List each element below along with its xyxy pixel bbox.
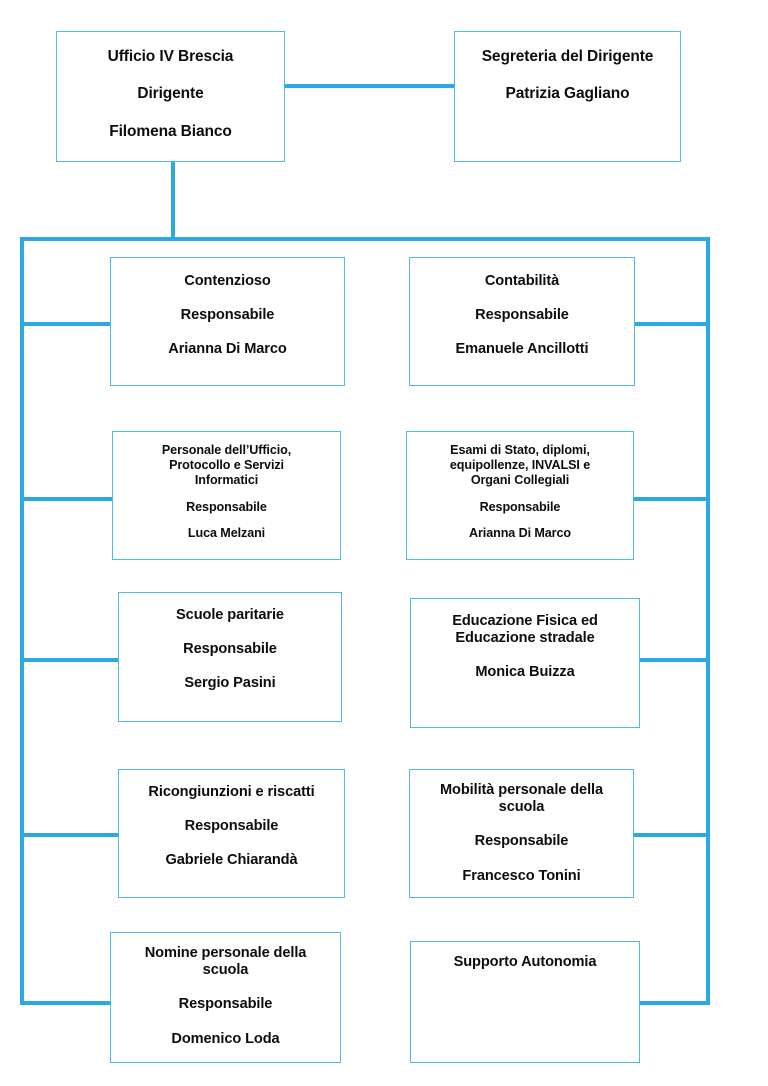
- unit-role: Responsabile: [178, 996, 273, 1013]
- unit-title: Contenzioso: [184, 273, 271, 289]
- unit-person: Francesco Tonini: [462, 867, 581, 884]
- unit-box-scuole-paritarie[interactable]: Scuole paritarie Responsabile Sergio Pas…: [118, 592, 342, 722]
- unit-title-l2: equipollenze, INVALSI e: [449, 457, 591, 472]
- unit-person: Arianna Di Marco: [168, 341, 287, 358]
- connector-director-to-secretary: [285, 84, 455, 88]
- connector-right-stub-4: [634, 833, 710, 837]
- unit-role: Responsabile: [183, 641, 277, 658]
- unit-role: Responsabile: [474, 833, 569, 850]
- unit-box-educazione-fisica[interactable]: Educazione Fisica ed Educazione stradale…: [410, 598, 640, 728]
- unit-role: Responsabile: [479, 499, 561, 514]
- connector-right-stub-5: [640, 1001, 710, 1005]
- unit-box-ricongiunzioni[interactable]: Ricongiunzioni e riscatti Responsabile G…: [118, 769, 345, 898]
- unit-box-nomine-personale[interactable]: Nomine personale della scuola Responsabi…: [110, 932, 341, 1063]
- connector-left-stub-3: [20, 658, 118, 662]
- connector-left-stub-2: [20, 497, 112, 501]
- unit-box-esami-di-stato[interactable]: Esami di Stato, diplomi, equipollenze, I…: [406, 431, 634, 560]
- unit-title: Supporto Autonomia: [453, 954, 597, 970]
- unit-title: Scuole paritarie: [176, 607, 284, 623]
- secretary-person: Patrizia Gagliano: [505, 85, 630, 103]
- unit-box-mobilita-personale[interactable]: Mobilità personale della scuola Responsa…: [409, 769, 634, 898]
- unit-title-l1: Educazione Fisica ed: [452, 613, 598, 629]
- unit-title-l3: Informatici: [194, 472, 259, 487]
- unit-title-l1: Personale dell’Ufficio,: [161, 443, 292, 457]
- unit-title-l2: Educazione stradale: [455, 630, 595, 647]
- connector-right-stub-2: [634, 497, 710, 501]
- unit-title-l1: Nomine personale della: [144, 945, 307, 961]
- unit-role: Responsabile: [184, 818, 279, 835]
- director-role: Dirigente: [137, 85, 204, 103]
- unit-person: Gabriele Chiarandà: [165, 852, 298, 869]
- director-person: Filomena Bianco: [109, 122, 232, 140]
- unit-person: Sergio Pasini: [184, 675, 276, 692]
- connector-director-down: [171, 161, 175, 240]
- unit-role: Responsabile: [180, 307, 275, 324]
- unit-box-supporto-autonomia[interactable]: Supporto Autonomia: [410, 941, 640, 1063]
- director-unit: Ufficio IV Brescia: [107, 48, 234, 65]
- connector-left-stub-5: [20, 1001, 112, 1005]
- unit-title-l1: Mobilità personale della: [439, 782, 604, 798]
- unit-title: Ricongiunzioni e riscatti: [148, 784, 315, 800]
- unit-title-l2: Protocollo e Servizi: [169, 457, 284, 472]
- connector-left-spine: [20, 237, 24, 1005]
- connector-main-bus: [20, 237, 710, 241]
- unit-person: Monica Buizza: [475, 664, 575, 681]
- unit-person: Domenico Loda: [171, 1030, 280, 1047]
- connector-right-stub-1: [634, 322, 710, 326]
- connector-left-stub-1: [20, 322, 112, 326]
- unit-role: Responsabile: [186, 499, 267, 514]
- unit-title: Contabilità: [484, 273, 560, 289]
- director-box[interactable]: Ufficio IV Brescia Dirigente Filomena Bi…: [56, 31, 285, 162]
- unit-box-contenzioso[interactable]: Contenzioso Responsabile Arianna Di Marc…: [110, 257, 345, 386]
- secretary-title: Segreteria del Dirigente: [481, 48, 654, 65]
- unit-title-l1: Esami di Stato, diplomi,: [450, 443, 590, 457]
- unit-box-personale-ufficio[interactable]: Personale dell’Ufficio, Protocollo e Ser…: [112, 431, 341, 560]
- unit-title-l2: scuola: [498, 799, 545, 816]
- connector-right-stub-3: [640, 658, 710, 662]
- unit-person: Emanuele Ancillotti: [455, 341, 589, 358]
- connector-right-spine: [706, 237, 710, 1005]
- secretary-box[interactable]: Segreteria del Dirigente Patrizia Gaglia…: [454, 31, 681, 162]
- unit-person: Arianna Di Marco: [469, 526, 571, 541]
- unit-title-l3: Organi Collegiali: [470, 472, 570, 487]
- unit-person: Luca Melzani: [187, 526, 266, 541]
- unit-title-l2: scuola: [202, 962, 249, 979]
- unit-role: Responsabile: [475, 307, 569, 324]
- unit-box-contabilita[interactable]: Contabilità Responsabile Emanuele Ancill…: [409, 257, 635, 386]
- connector-left-stub-4: [20, 833, 118, 837]
